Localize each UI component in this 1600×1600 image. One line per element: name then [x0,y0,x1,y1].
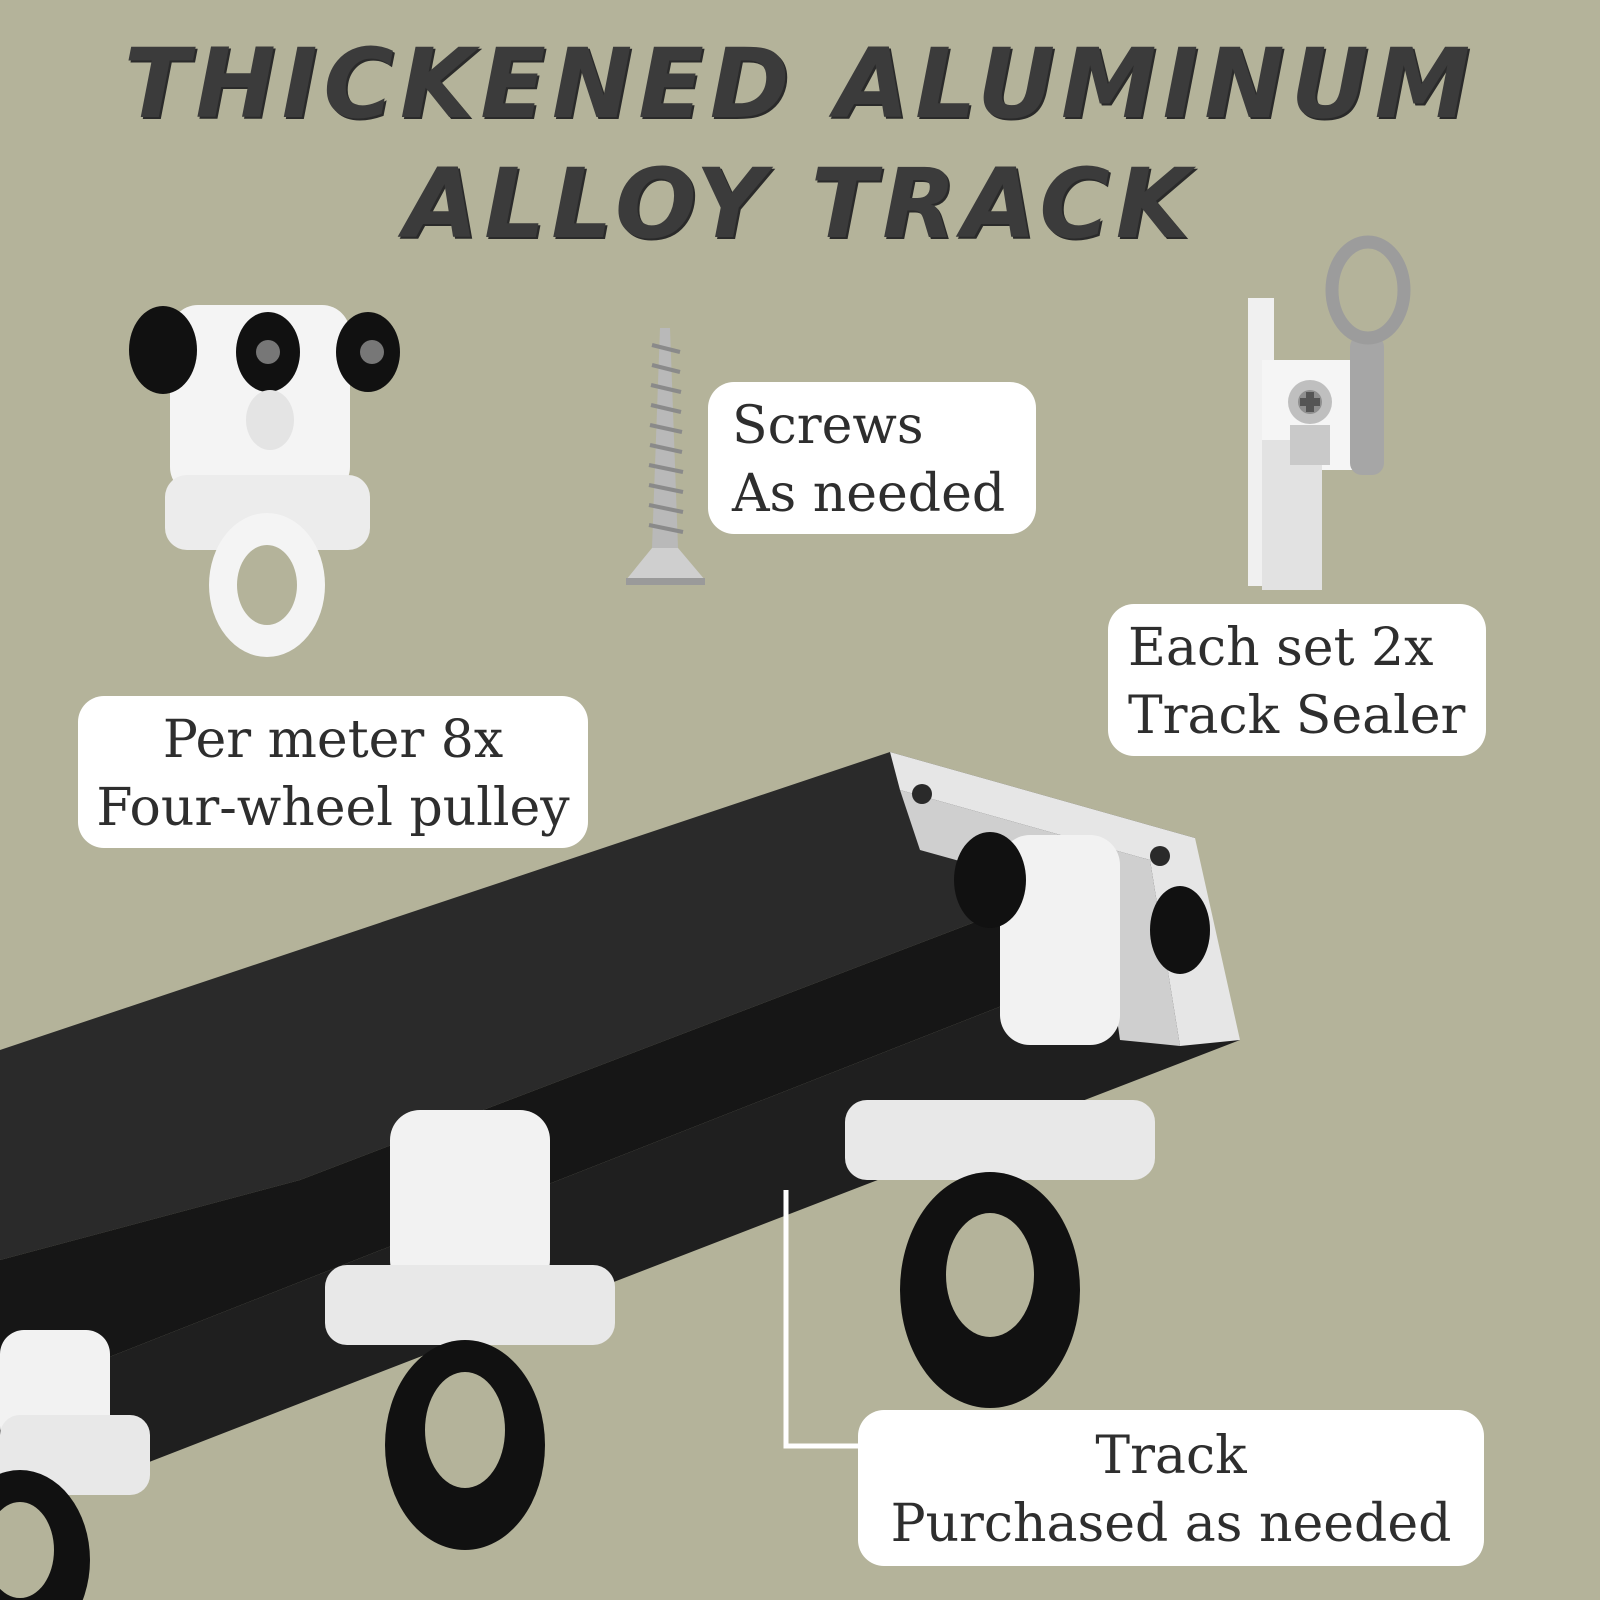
track-sealer-label-line-1: Each set 2x [1128,618,1434,678]
track-sealer-label: Each set 2x Track Sealer [1108,604,1486,756]
pulley-label: Per meter 8x Four-wheel pulley [78,696,588,848]
track-sealer-label-line-2: Track Sealer [1128,686,1466,746]
aluminum-track-image [0,752,1240,1520]
pulley-label-line-2: Four-wheel pulley [96,778,570,838]
track-sealer-image [1248,235,1411,590]
track-pulley-3 [0,1330,150,1600]
title-line-1: Thickened Aluminum [123,28,1477,140]
title-line-2: Alloy Track [403,148,1197,260]
track-pulley-1 [845,832,1210,1408]
track-label: Track Purchased as needed [858,1410,1484,1566]
track-label-line-1: Track [1095,1426,1247,1486]
track-label-line-2: Purchased as needed [890,1494,1452,1554]
screw-image [626,328,705,585]
track-leader-line [783,1190,860,1449]
track-pulley-2 [325,1110,615,1550]
screws-label-line-2: As needed [732,464,1006,524]
screws-label-line-1: Screws [732,396,924,456]
four-wheel-pulley-image [129,305,400,657]
pulley-label-line-1: Per meter 8x [162,710,504,770]
screws-label: Screws As needed [708,382,1036,534]
